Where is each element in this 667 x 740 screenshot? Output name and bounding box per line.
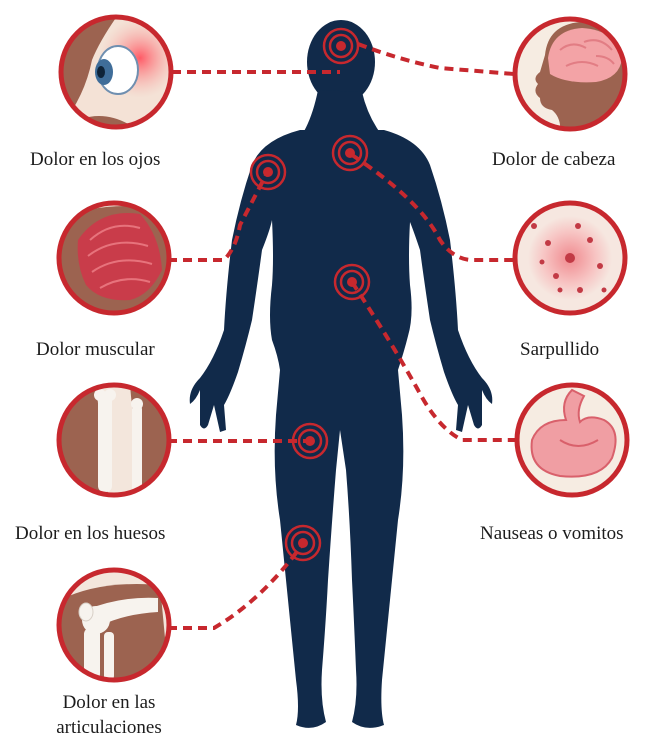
bone-pain-illustration [59, 385, 169, 495]
marker-head [324, 29, 358, 63]
headache-label: Dolor de cabeza [492, 148, 615, 172]
rash-illustration [515, 203, 625, 313]
muscle-pain-illustration [59, 203, 170, 313]
joint-pain-illustration [59, 570, 169, 680]
eye-pain-label: Dolor en los ojos [30, 148, 160, 172]
marker-thigh [293, 424, 327, 458]
marker-knee [286, 526, 320, 560]
eye-pain-illustration [56, 12, 180, 132]
muscle-pain-label: Dolor muscular [36, 338, 155, 362]
rash-label: Sarpullido [520, 338, 599, 362]
connector-head [358, 44, 514, 74]
marker-stomach [335, 265, 369, 299]
nausea-illustration [517, 385, 627, 495]
headache-illustration [515, 19, 635, 139]
marker-chest [333, 136, 367, 170]
nausea-label: Nauseas o vomitos [480, 522, 624, 546]
body-silhouette [190, 20, 493, 728]
joint-pain-label: Dolor en las articulaciones [40, 690, 178, 740]
connector-joints [168, 545, 302, 628]
bone-pain-label: Dolor en los huesos [15, 522, 165, 546]
marker-shoulder [251, 155, 285, 189]
